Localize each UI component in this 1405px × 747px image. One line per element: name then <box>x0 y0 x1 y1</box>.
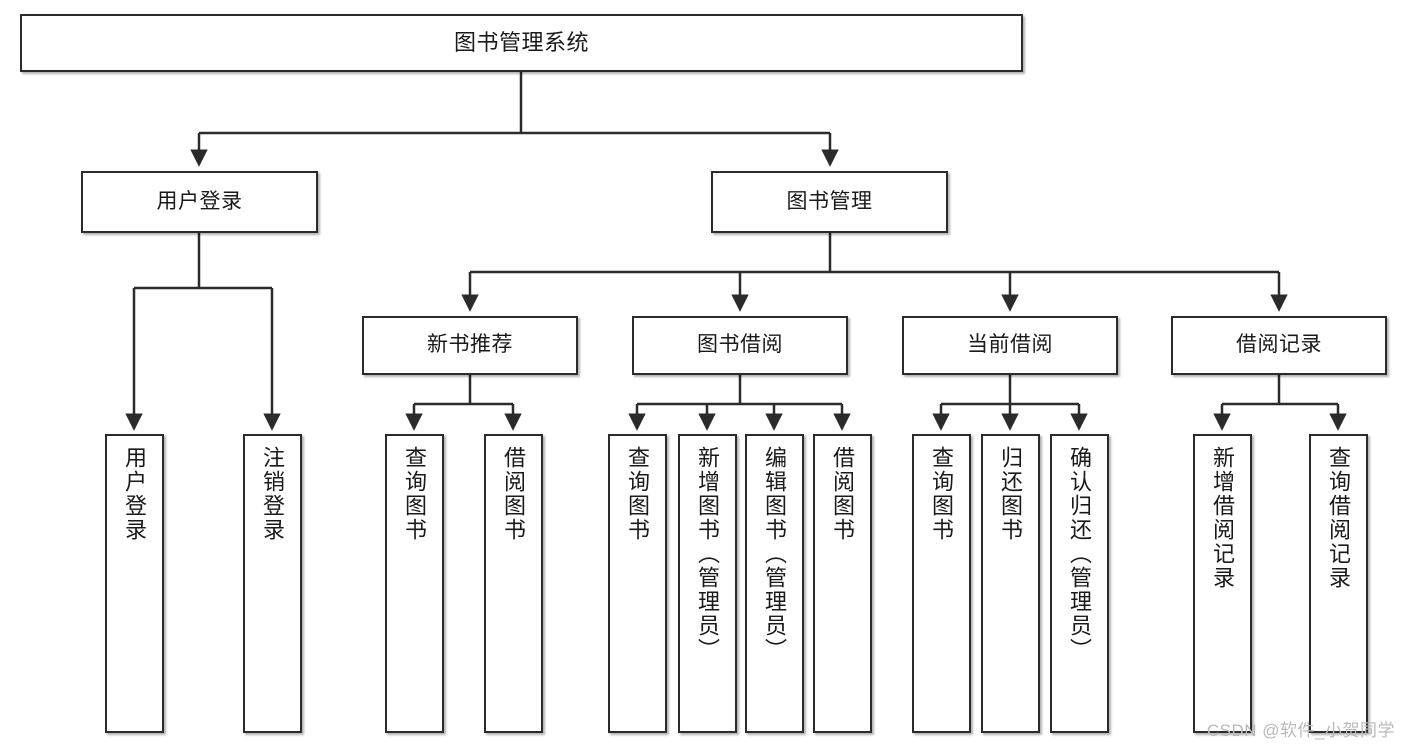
node-label: 图书管理 <box>786 189 873 213</box>
node-label: 查询图书 <box>929 446 955 542</box>
node-user-login[interactable]: 用户登录 <box>81 171 318 233</box>
node-label: 图书管理系统 <box>453 30 589 56</box>
node-label: 新书推荐 <box>427 333 513 357</box>
node-new-book-recommend[interactable]: 新书推荐 <box>362 316 578 375</box>
node-label: 归还图书 <box>998 446 1024 542</box>
node-leaf-return-book[interactable]: 归还图书 <box>981 434 1040 733</box>
node-leaf-edit-book[interactable]: 编辑图书（管理员） <box>745 434 804 733</box>
node-label: 查询图书 <box>402 446 428 542</box>
node-leaf-query-book-3[interactable]: 查询图书 <box>912 434 971 733</box>
node-label: 注销登录 <box>260 446 286 542</box>
node-label: 借阅图书 <box>501 446 527 542</box>
node-borrow-record[interactable]: 借阅记录 <box>1171 316 1387 375</box>
node-current-borrow[interactable]: 当前借阅 <box>902 316 1118 375</box>
node-label: 新增图书（管理员） <box>695 446 721 662</box>
node-label: 确认归还（管理员） <box>1067 446 1093 662</box>
node-root-book-management-system[interactable]: 图书管理系统 <box>20 14 1023 72</box>
node-label: 当前借阅 <box>967 333 1053 357</box>
node-book-borrow[interactable]: 图书借阅 <box>632 316 848 375</box>
node-leaf-borrow-book-1[interactable]: 借阅图书 <box>484 434 543 733</box>
node-leaf-user-login[interactable]: 用户登录 <box>105 434 164 733</box>
node-label: 图书借阅 <box>697 333 783 357</box>
node-leaf-add-book[interactable]: 新增图书（管理员） <box>678 434 737 733</box>
node-book-management[interactable]: 图书管理 <box>711 171 948 233</box>
node-leaf-borrow-book-2[interactable]: 借阅图书 <box>813 434 872 733</box>
node-label: 借阅图书 <box>830 446 856 542</box>
node-label: 借阅记录 <box>1236 333 1322 357</box>
node-label: 用户登录 <box>122 446 148 542</box>
node-leaf-query-borrow-record[interactable]: 查询借阅记录 <box>1309 434 1368 733</box>
node-label: 查询借阅记录 <box>1326 446 1352 590</box>
node-label: 编辑图书（管理员） <box>762 446 788 662</box>
node-leaf-query-book-1[interactable]: 查询图书 <box>385 434 444 733</box>
node-leaf-add-borrow-record[interactable]: 新增借阅记录 <box>1193 434 1252 733</box>
node-leaf-confirm-return[interactable]: 确认归还（管理员） <box>1050 434 1109 733</box>
node-leaf-query-book-2[interactable]: 查询图书 <box>608 434 667 733</box>
node-label: 查询图书 <box>625 446 651 542</box>
node-label: 新增借阅记录 <box>1210 446 1236 590</box>
node-leaf-logout-login[interactable]: 注销登录 <box>243 434 302 733</box>
node-label: 用户登录 <box>156 189 243 213</box>
